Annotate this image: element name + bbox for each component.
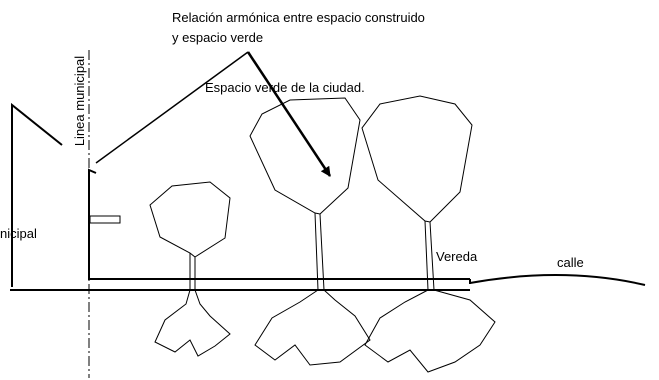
tree-2-canopy <box>249 97 361 215</box>
leader-line <box>95 51 249 164</box>
tree-1-canopy <box>149 181 231 258</box>
left-building-outline <box>11 102 63 287</box>
built-space-outline <box>88 168 97 280</box>
municipal-line-label: Linea municipal <box>72 55 87 147</box>
tree-2-trunk <box>314 212 325 291</box>
tree-3-trunk <box>424 220 435 291</box>
title-line-1: Relación armónica entre espacio construi… <box>172 10 425 25</box>
street-surface <box>469 274 646 286</box>
window-sill <box>89 215 121 224</box>
street-label: calle <box>557 255 584 270</box>
municipal-left-label: nicipal <box>0 226 37 241</box>
green-space-label: Espacio verde de la ciudad. <box>205 80 365 95</box>
arrow <box>246 51 332 177</box>
tree-1-trunk <box>189 253 196 290</box>
title-line-2: y espacio verde <box>172 30 264 45</box>
tree-3-roots <box>364 289 496 373</box>
tree-2-roots <box>254 289 371 366</box>
sidewalk-label: Vereda <box>436 249 478 264</box>
tree-3-canopy <box>361 95 473 223</box>
tree-1-roots <box>154 289 231 357</box>
